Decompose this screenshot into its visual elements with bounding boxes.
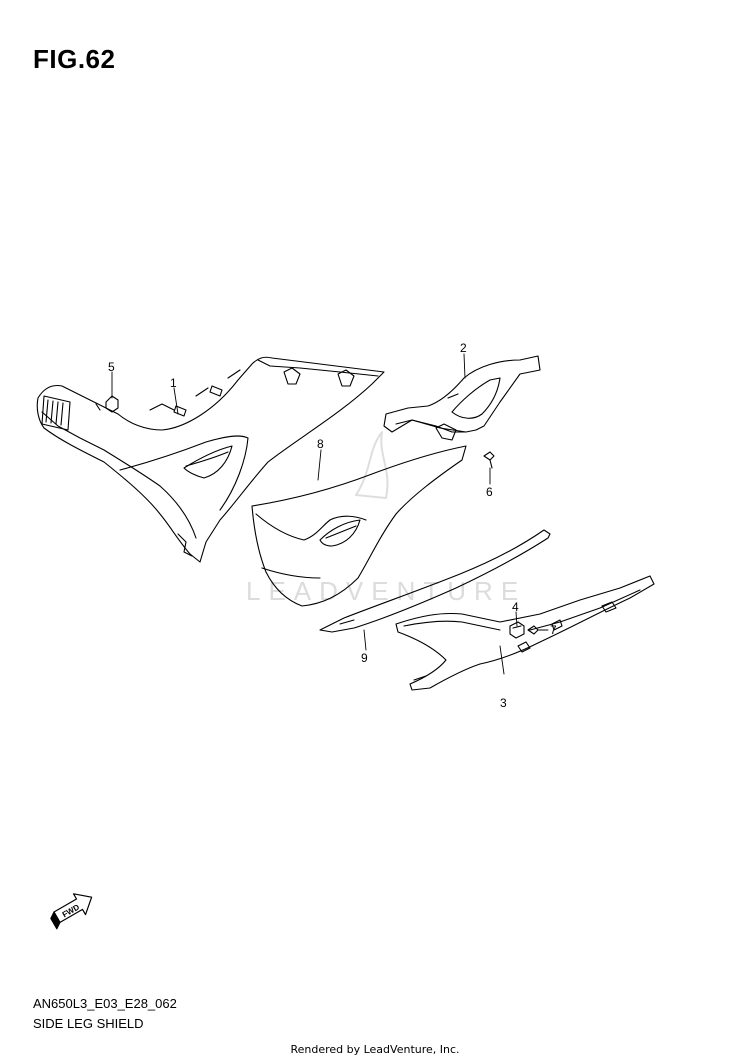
callout-2: 2 bbox=[460, 341, 467, 355]
callout-numbers: 1 2 3 4 5 6 7 8 9 bbox=[108, 341, 557, 710]
fwd-arrow-icon: FWD bbox=[50, 893, 93, 930]
part-5-clip bbox=[95, 395, 119, 413]
callout-4: 4 bbox=[512, 600, 519, 614]
leader-4 bbox=[515, 611, 518, 627]
diagram-name: SIDE LEG SHIELD bbox=[33, 1016, 144, 1031]
watermark-text: LEADVENTURE bbox=[246, 576, 526, 606]
part-8-inner-shield bbox=[251, 445, 467, 607]
leader-9 bbox=[363, 629, 367, 651]
rendered-by-credit: Rendered by LeadVenture, Inc. bbox=[290, 1043, 460, 1056]
leader-2 bbox=[463, 353, 466, 379]
callout-9: 9 bbox=[361, 651, 368, 665]
callout-1: 1 bbox=[170, 376, 177, 390]
callout-7: 7 bbox=[550, 623, 557, 637]
leader-1 bbox=[173, 387, 179, 415]
part-6-screw bbox=[483, 451, 495, 469]
watermark-logo: LEADVENTURE bbox=[246, 431, 526, 606]
part-9-lower-rail bbox=[319, 529, 551, 633]
part-4-nut bbox=[509, 621, 525, 639]
figure-title: FIG.62 bbox=[33, 44, 116, 74]
leader-3 bbox=[499, 645, 505, 675]
leader-8 bbox=[317, 449, 322, 481]
leader-lines bbox=[111, 353, 549, 675]
callout-6: 6 bbox=[486, 485, 493, 499]
part-2-upper-bracket bbox=[383, 355, 541, 441]
callout-8: 8 bbox=[317, 437, 324, 451]
part-3-lower-shield bbox=[395, 575, 655, 691]
diagram-code: AN650L3_E03_E28_062 bbox=[33, 996, 177, 1011]
callout-3: 3 bbox=[500, 696, 507, 710]
part-1-side-leg-shield bbox=[36, 356, 385, 563]
callout-5: 5 bbox=[108, 360, 115, 374]
